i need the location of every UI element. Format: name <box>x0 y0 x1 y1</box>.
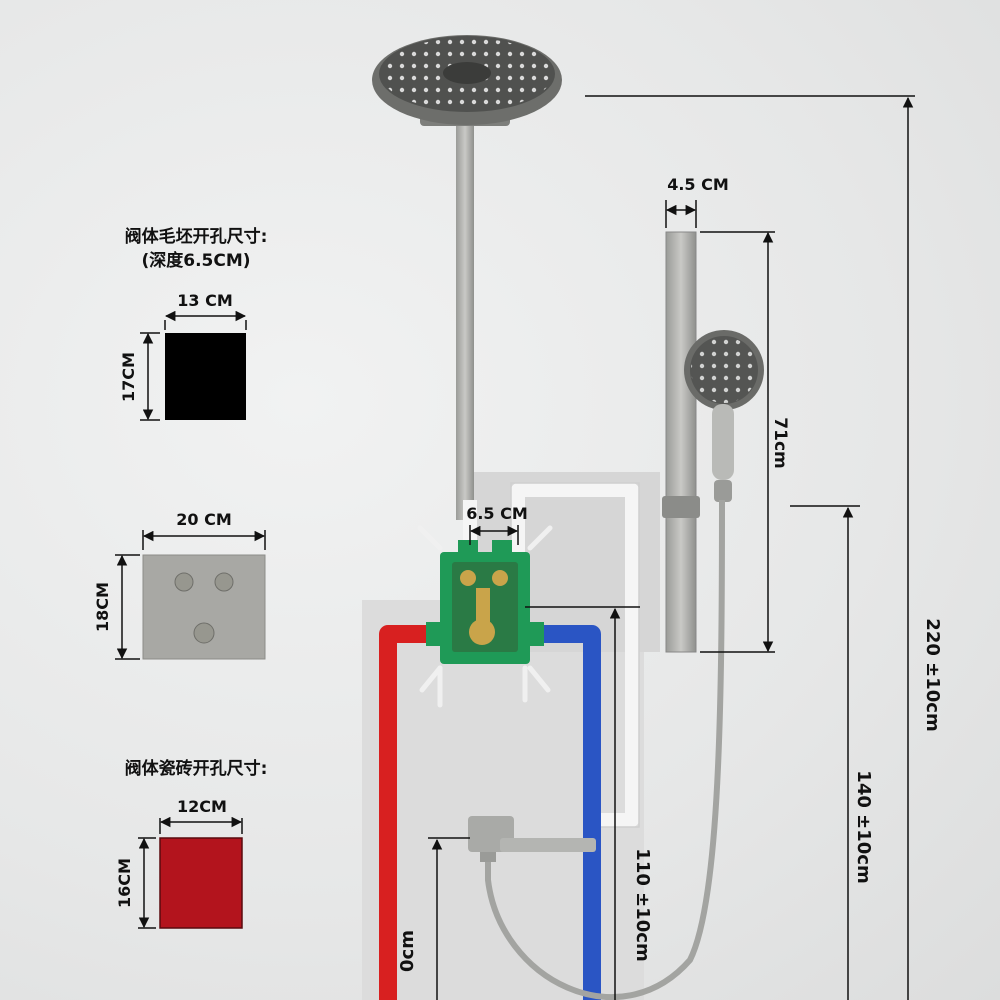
hand-shower <box>684 330 764 502</box>
tub-spout <box>468 816 596 862</box>
tile-height-label: 16CM <box>115 858 134 908</box>
rough-hole-title: 阀体毛坯开孔尺寸: <box>125 226 268 247</box>
cold-water-pipe <box>530 625 601 1000</box>
slide-rail <box>662 231 700 653</box>
rain-shower-head <box>372 35 562 520</box>
handshower-height-label: 140 ±10cm <box>853 770 874 883</box>
shower-riser-pipe <box>456 120 474 520</box>
concealed-valve-body <box>417 525 553 708</box>
tile-hole-box <box>159 837 243 929</box>
valve-depth-label: 6.5 CM <box>466 504 528 523</box>
rail-length-label: 71cm <box>770 417 790 468</box>
rough-hole-box <box>165 333 246 420</box>
panel-height-label: 18CM <box>93 582 112 632</box>
hot-water-pipe <box>379 625 440 1000</box>
rail-width-label: 4.5 CM <box>667 175 729 194</box>
tile-hole-title: 阀体瓷砖开孔尺寸: <box>125 758 268 779</box>
rough-hole-depth: (深度6.5CM) <box>141 250 250 271</box>
panel-width-label: 20 CM <box>176 510 232 529</box>
total-height-label: 220 ±10cm <box>922 618 943 731</box>
dimension-lines <box>115 95 915 1000</box>
valve-height-label: 110 ±10cm <box>632 848 653 961</box>
spout-height-label: 0cm <box>397 930 418 972</box>
tile-width-label: 12CM <box>177 797 227 816</box>
control-panel <box>142 554 266 660</box>
shower-hose <box>485 499 725 1000</box>
rough-width-label: 13 CM <box>177 291 233 310</box>
rough-height-label: 17CM <box>119 352 138 402</box>
